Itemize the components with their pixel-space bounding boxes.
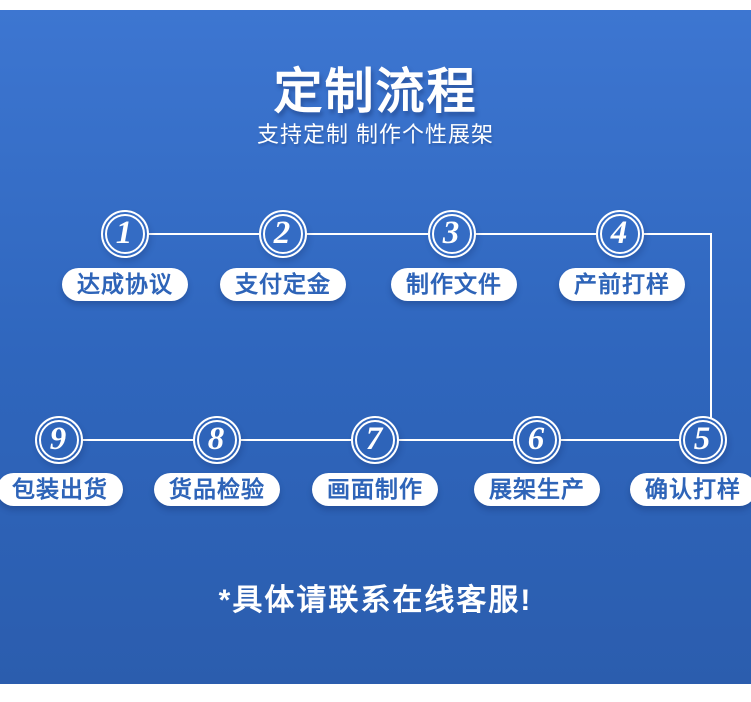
step-circle-inner-ring: 1 <box>105 214 145 254</box>
footnote-text: *具体请联系在线客服! <box>218 584 533 617</box>
step-number: 2 <box>273 214 291 251</box>
connector-line <box>476 233 596 235</box>
step-label-5: 确认打样 <box>630 473 751 506</box>
step-label-3: 制作文件 <box>391 268 517 301</box>
step-circle-9: 9 <box>35 416 83 464</box>
step-label-9: 包装出货 <box>0 473 123 506</box>
step-circle-3: 3 <box>428 210 476 258</box>
connector-line <box>561 439 679 441</box>
page-title: 定制流程 <box>273 65 478 119</box>
step-number: 6 <box>527 420 545 457</box>
step-circle-4: 4 <box>596 210 644 258</box>
step-circle-7: 7 <box>351 416 399 464</box>
step-circle-inner-ring: 3 <box>432 214 472 254</box>
page-subtitle: 支持定制 制作个性展架 <box>256 122 495 147</box>
step-number: 8 <box>207 420 225 457</box>
connector-line <box>241 439 351 441</box>
step-circle-1: 1 <box>101 210 149 258</box>
connector-line <box>83 439 193 441</box>
blue-gradient-panel: 定制流程 支持定制 制作个性展架 1 达成协议 2 支付定金 <box>0 10 751 684</box>
connector-line <box>307 233 428 235</box>
step-circle-inner-ring: 6 <box>517 420 557 460</box>
step-number: 4 <box>610 214 628 251</box>
connector-line <box>149 233 259 235</box>
step-circle-6: 6 <box>513 416 561 464</box>
connector-line <box>399 439 513 441</box>
step-circle-inner-ring: 8 <box>197 420 237 460</box>
step-number: 3 <box>442 214 460 251</box>
step-number: 1 <box>115 214 133 251</box>
step-number: 5 <box>693 420 711 457</box>
step-label-7: 画面制作 <box>312 473 438 506</box>
connector-line <box>644 233 712 235</box>
step-circle-inner-ring: 7 <box>355 420 395 460</box>
step-circle-inner-ring: 4 <box>600 214 640 254</box>
step-label-2: 支付定金 <box>220 268 346 301</box>
step-circle-2: 2 <box>259 210 307 258</box>
step-circle-inner-ring: 2 <box>263 214 303 254</box>
connector-line-vertical <box>710 234 712 418</box>
step-label-6: 展架生产 <box>474 473 600 506</box>
step-number: 9 <box>49 420 67 457</box>
step-label-4: 产前打样 <box>559 268 685 301</box>
step-label-8: 货品检验 <box>154 473 280 506</box>
step-circle-inner-ring: 5 <box>683 420 723 460</box>
step-label-1: 达成协议 <box>62 268 188 301</box>
step-circle-5: 5 <box>679 416 727 464</box>
step-number: 7 <box>365 420 383 457</box>
step-circle-inner-ring: 9 <box>39 420 79 460</box>
step-circle-8: 8 <box>193 416 241 464</box>
